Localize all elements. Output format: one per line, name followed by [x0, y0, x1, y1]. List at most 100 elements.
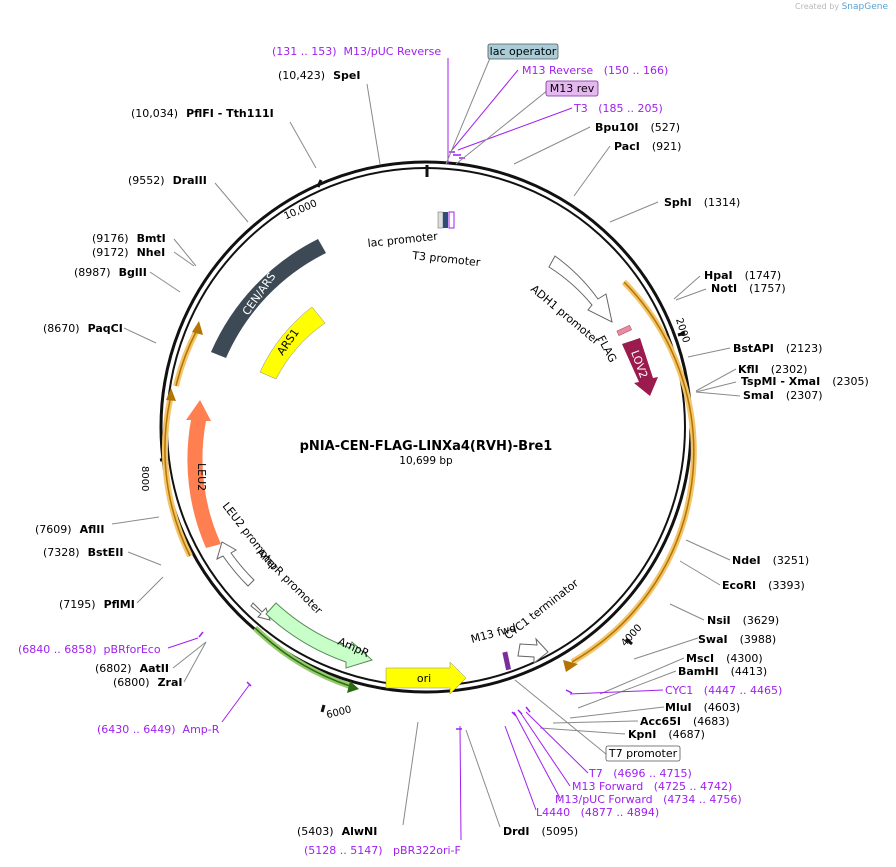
feature-lac-operator: [443, 212, 448, 228]
svg-text:M13 rev: M13 rev: [550, 82, 595, 95]
feature-cyc1-terminator: [517, 637, 549, 665]
primer-label: (131 .. 153) M13/pUC Reverse: [272, 45, 441, 58]
site-label: NdeI(3251): [732, 554, 809, 567]
primer-label: (5128 .. 5147) pBR322ori-F: [304, 844, 461, 857]
site-label: MscI(4300): [686, 652, 763, 665]
site-label: MluI(4603): [665, 701, 740, 714]
site-label: (6800)ZraI: [113, 676, 183, 689]
orf-arc-left-2-head: [192, 321, 203, 335]
site-label: (9552)DraIII: [128, 174, 207, 187]
boxed-label-t7-promoter: T7 promoter: [605, 745, 681, 762]
tick-mark: [316, 179, 323, 188]
primer-label: CYC1 (4447 .. 4465): [665, 684, 782, 697]
feature-lac-promoter-label: lac promoter: [367, 230, 439, 250]
orf-arc-ampr-head: [347, 681, 359, 693]
primer-label: (6840 .. 6858) pBRforEco: [18, 643, 161, 656]
orf-arc-left-2: [173, 328, 200, 387]
boxed-label-m13-rev: M13 rev: [545, 80, 599, 97]
feature-ori: [385, 661, 467, 695]
site-label: (7328)BstEII: [43, 546, 123, 559]
orf-arc-left-1-line: [164, 399, 191, 557]
feature-t3-promoter-label: T3 promoter: [411, 249, 482, 269]
site-label: (7195)PflMI: [59, 598, 135, 611]
site-label: (9172)NheI: [92, 246, 165, 259]
primer-mark: [525, 706, 531, 713]
site-label: SmaI(2307): [743, 389, 822, 402]
snapgene-credit: Created by SnapGene: [795, 2, 888, 12]
feature-leu2-label: LEU2: [195, 463, 208, 491]
primer-leader-lines: [167, 58, 664, 841]
svg-text:lac operator: lac operator: [490, 45, 557, 58]
site-label: Acc65I(4683): [640, 715, 730, 728]
feature-lov2: [622, 338, 658, 396]
site-label: (9176)BmtI: [92, 232, 166, 245]
orf-arc-ampr-line: [254, 627, 351, 687]
site-label: KflI(2302): [738, 363, 807, 376]
feature-cen-ars-label: CEN/ARS: [240, 270, 279, 317]
plasmid-length: 10,699 bp: [399, 455, 453, 467]
orf-arc-left-1-head: [166, 388, 176, 401]
plasmid-name: pNIA-CEN-FLAG-LINXa4(RVH)-Bre1: [300, 439, 553, 454]
site-label: (7609)AflII: [35, 523, 104, 536]
tick-label: 8000: [139, 466, 150, 491]
snapgene-logo: SnapGene: [841, 2, 888, 12]
site-label: NsiI(3629): [707, 614, 779, 627]
feature-ars1: [259, 306, 326, 380]
feature-ampr-promoter: [250, 602, 271, 621]
feature-ampr: [265, 602, 373, 669]
restriction-site-labels: (10,423)SpeI (10,034)PflFI - Tth111I (95…: [35, 69, 869, 838]
site-leader-lines: [111, 83, 741, 828]
primer-label: L4440 (4877 .. 4894): [536, 806, 659, 819]
site-label: BstAPI(2123): [733, 342, 822, 355]
primer-label: M13/pUC Forward (4734 .. 4756): [555, 793, 742, 806]
feature-t3-promoter: [448, 211, 455, 229]
feature-flag: [616, 324, 632, 337]
site-label: (10,423)SpeI: [278, 69, 360, 82]
site-label: EcoRI(3393): [722, 579, 805, 592]
primer-mark: [198, 631, 204, 638]
orf-arc-right-line: [571, 281, 695, 663]
site-label: HpaI(1747): [704, 269, 781, 282]
site-label: SwaI(3988): [698, 633, 776, 646]
site-label: (6802)AatII: [95, 662, 169, 675]
boxed-label-lac-operator: lac operator: [487, 43, 559, 60]
feature-ori-label: ori: [417, 672, 431, 685]
feature-m13-fwd-label: M13 fwd: [469, 621, 517, 646]
site-label: BamHI(4413): [678, 665, 767, 678]
primer-label: M13 Reverse (150 .. 166): [522, 64, 668, 77]
tick-label: 6000: [325, 704, 352, 721]
svg-text:T7 promoter: T7 promoter: [608, 747, 678, 760]
feature-m13-fwd: [502, 651, 512, 671]
tick-mark: [625, 637, 633, 646]
site-label: PacI(921): [614, 140, 681, 153]
boxed-leader-lines: [445, 57, 549, 165]
feature-lac-promoter: [437, 211, 444, 229]
primer-mark: [565, 689, 573, 694]
site-label: (8670)PaqCI: [43, 322, 123, 335]
tick-mark: [320, 704, 326, 713]
tick-mark: [677, 331, 686, 337]
site-label: DrdI(5095): [503, 825, 578, 838]
feature-adh1-promoter: [548, 255, 613, 323]
site-label: (5403)AlwNI: [297, 825, 377, 838]
feature-ampr-promoter-label: AmpR promoter: [254, 546, 325, 617]
site-label: SphI(1314): [664, 196, 740, 209]
feature-leu2: [186, 400, 221, 548]
site-label: (10,034)PflFI - Tth111I: [131, 107, 274, 120]
primer-labels: (131 .. 153) M13/pUC Reverse M13 Reverse…: [18, 45, 782, 857]
feature-cen-ars: [211, 239, 326, 358]
primer-label: T7 (4696 .. 4715): [588, 767, 692, 780]
backbone-inner: [166, 167, 686, 687]
feature-flag-label: FLAG: [594, 333, 619, 364]
primer-mark: [246, 681, 252, 687]
primer-label: T3 (185 .. 205): [573, 102, 663, 115]
site-label: KpnI(4687): [628, 728, 705, 741]
site-label: Bpu10I(527): [595, 121, 680, 134]
orf-arc-left-1: [161, 399, 193, 558]
feature-leu2-promoter: [216, 541, 255, 587]
site-label: TspMI - XmaI(2305): [741, 375, 869, 388]
orf-arc-right-head: [563, 660, 578, 672]
primer-label: (6430 .. 6449) Amp-R: [97, 723, 220, 736]
credit-prefix: Created by: [795, 2, 840, 11]
